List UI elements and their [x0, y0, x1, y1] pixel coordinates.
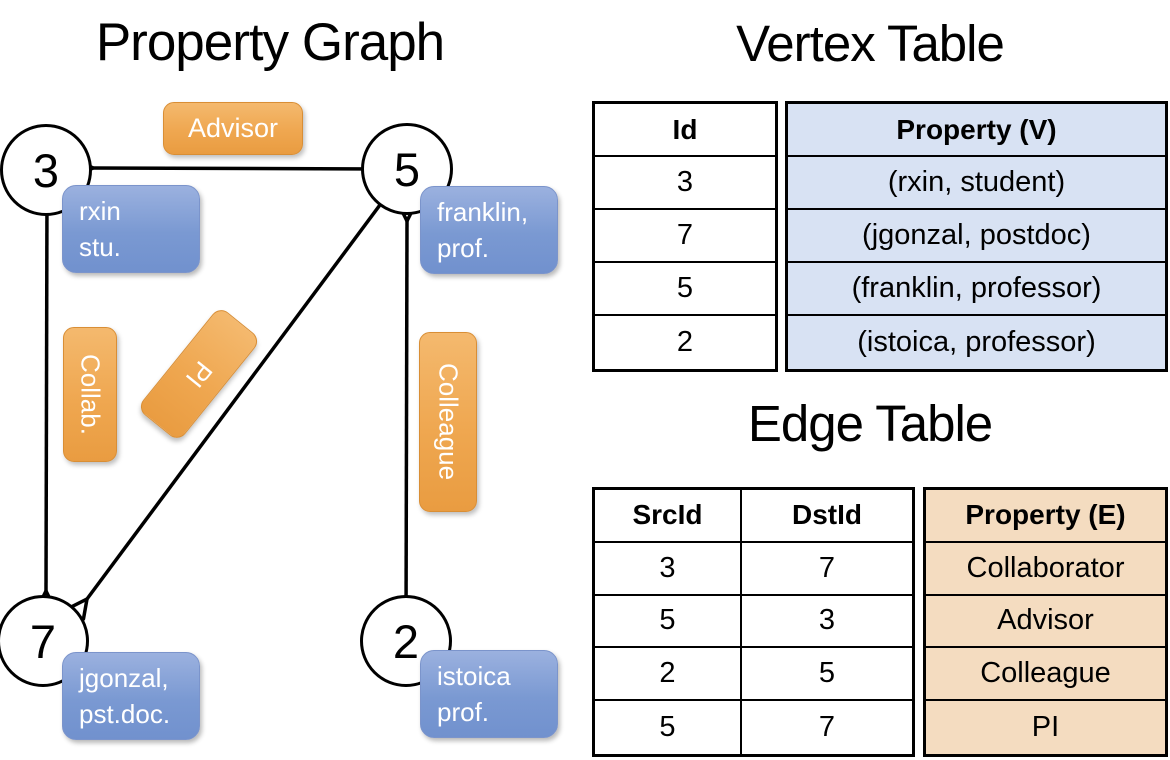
- vertex-id-label: 5: [393, 142, 421, 196]
- vertex-property-line1: istoica: [437, 661, 511, 691]
- edge-3-to-7-collab: [46, 189, 47, 591]
- vertex-table-cell-id: 3: [595, 157, 775, 210]
- vertex-id-label: 2: [392, 614, 420, 668]
- vertex-property-box-istoica: istoica prof.: [420, 650, 558, 738]
- edge-table-header-srcid: SrcId: [595, 490, 742, 543]
- vertex-table-cell-property: (jgonzal, postdoc): [788, 210, 1165, 263]
- property-graph-title: Property Graph: [95, 13, 445, 72]
- edge-label-colleague: Colleague: [419, 332, 477, 512]
- edge-table-property-column: Property (E) Collaborator Advisor Collea…: [923, 487, 1168, 757]
- edge-table-cell-srcid: 5: [595, 595, 742, 649]
- vertex-table-cell-id: 2: [676, 326, 694, 358]
- edge-table-cell-property: Colleague: [926, 648, 1165, 702]
- vertex-table-cell-property: (franklin, professor): [788, 263, 1165, 316]
- vertex-circle-5: 5: [361, 123, 453, 215]
- vertex-property-line2: prof.: [437, 697, 490, 727]
- vertex-property-box-franklin: franklin, prof.: [420, 186, 558, 274]
- vertex-id-label: 7: [29, 614, 57, 668]
- vertex-property-box-jgonzal: jgonzal, pst.doc.: [62, 652, 200, 740]
- vertex-property-box-rxin: rxin stu.: [62, 185, 200, 273]
- graph-edges-svg: [0, 0, 585, 626]
- vertex-table-cell-id: 5: [595, 263, 775, 316]
- vertex-property-line1: rxin: [79, 196, 121, 226]
- vertex-property-line1: jgonzal,: [79, 663, 169, 693]
- edge-label-text: Colleague: [433, 363, 464, 481]
- edge-5-to-7-pi: [87, 176, 402, 599]
- vertex-table-header-property: Property (V): [788, 104, 1165, 157]
- vertex-property-line2: stu.: [79, 232, 121, 262]
- edge-label-text: PI: [180, 355, 219, 394]
- edge-table-cell-srcid: 2: [595, 648, 742, 702]
- edge-table-id-columns: SrcId DstId 3 7 5 3 2 5 5 7: [592, 487, 915, 757]
- edge-table-cell-srcid: 3: [595, 542, 742, 596]
- edge-table-header-dstid: DstId: [742, 490, 912, 543]
- vertex-table-header-id: Id: [595, 104, 775, 157]
- vertex-property-line1: franklin,: [437, 197, 529, 227]
- edge-2-to-5-colleague: [406, 221, 407, 626]
- edge-label-text: Advisor: [187, 113, 279, 143]
- vertex-property-line2: pst.doc.: [79, 699, 171, 729]
- vertex-table-id-column: Id 3 7 5 2: [592, 101, 778, 372]
- vertex-table-cell-id: 7: [595, 210, 775, 263]
- vertex-property-line2: prof.: [437, 233, 490, 263]
- edge-table-cell-srcid: 5: [595, 701, 742, 754]
- edge-table-cell-property: Collaborator: [926, 543, 1165, 596]
- edge-table-header-property: Property (E): [926, 490, 1165, 543]
- edge-table-cell-dstid: 5: [742, 648, 912, 702]
- edge-table-cell-dstid: 3: [742, 596, 912, 649]
- edge-table-cell-property: Advisor: [926, 596, 1165, 649]
- vertex-id-label: 3: [32, 143, 60, 197]
- edge-label-text: Collab.: [75, 354, 106, 435]
- vertex-table-cell-property: (rxin, student): [788, 157, 1165, 210]
- edge-label-advisor: Advisor: [163, 102, 303, 155]
- edge-5-to-3-advisor: [93, 168, 401, 169]
- edge-label-collab: Collab.: [63, 327, 117, 462]
- edge-table-cell-property: PI: [1031, 711, 1060, 744]
- vertex-table-title: Vertex Table: [736, 15, 1005, 72]
- vertex-table-cell-property: (istoica, professor): [857, 326, 1096, 358]
- edge-table-cell-dstid: 7: [742, 543, 912, 596]
- edge-table-cell-dstid: 7: [818, 711, 836, 744]
- edge-table-title: Edge Table: [747, 395, 993, 452]
- vertex-table-property-column: Property (V) (rxin, student) (jgonzal, p…: [785, 101, 1168, 372]
